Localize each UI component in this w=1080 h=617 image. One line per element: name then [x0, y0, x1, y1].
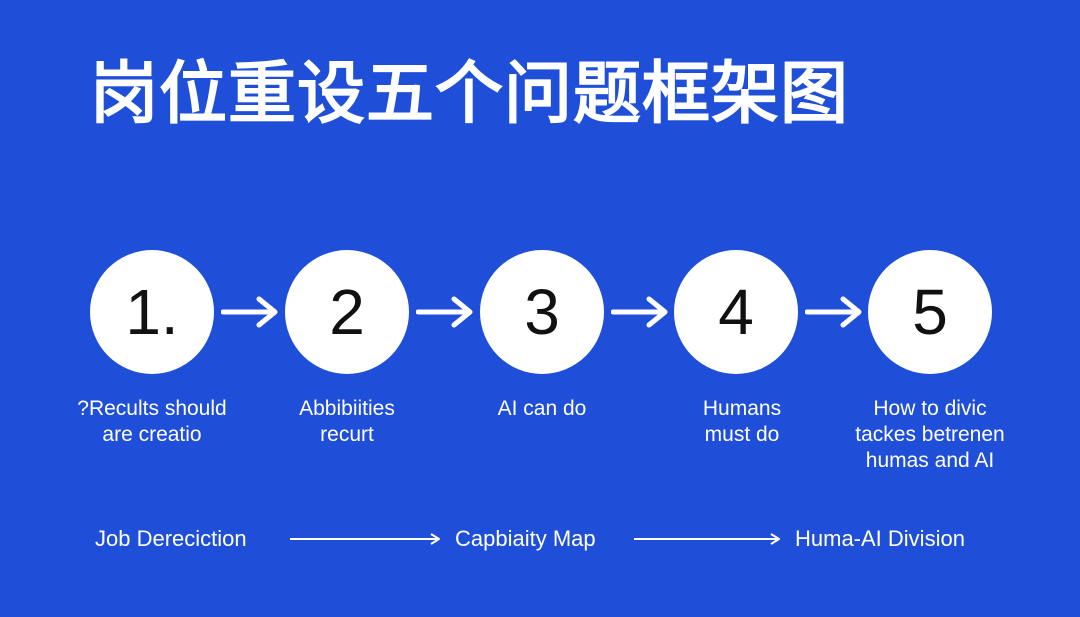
step-circle-3: 3 — [480, 250, 604, 374]
step-caption-5: How to divic tackes betrenen humas and A… — [855, 397, 1005, 472]
step-circle-1: 1. — [90, 250, 214, 374]
step-circle-5: 5 — [868, 250, 992, 374]
steps-row: 1. 2 3 4 5 — [90, 250, 992, 380]
step-caption-1: ?Recults should are creatio — [77, 397, 227, 446]
step-circle-4: 4 — [674, 250, 798, 374]
phase-label-human-ai-division: Huma-AI Division — [795, 526, 965, 551]
phase-label-capability-map: Capbiaity Map — [455, 526, 596, 551]
phase-label-job-description: Job Dereciction — [95, 526, 247, 551]
step-circle-2: 2 — [285, 250, 409, 374]
step-caption-4: Humans must do — [702, 397, 782, 446]
page-title: 岗位重设五个问题框架图 — [90, 55, 850, 134]
phase-row: Job Dereciction Capbiaity Map Huma-AI Di… — [0, 524, 1080, 554]
step-caption-2: Abbibiities recurt — [299, 397, 395, 446]
step-arrow-1 — [221, 294, 283, 330]
step-arrow-3 — [611, 294, 673, 330]
step-caption-3: AI can do — [497, 397, 587, 420]
phase-arrow-2 — [634, 532, 782, 546]
step-arrow-4 — [805, 294, 867, 330]
step-arrow-2 — [416, 294, 478, 330]
phase-arrow-1 — [290, 532, 442, 546]
